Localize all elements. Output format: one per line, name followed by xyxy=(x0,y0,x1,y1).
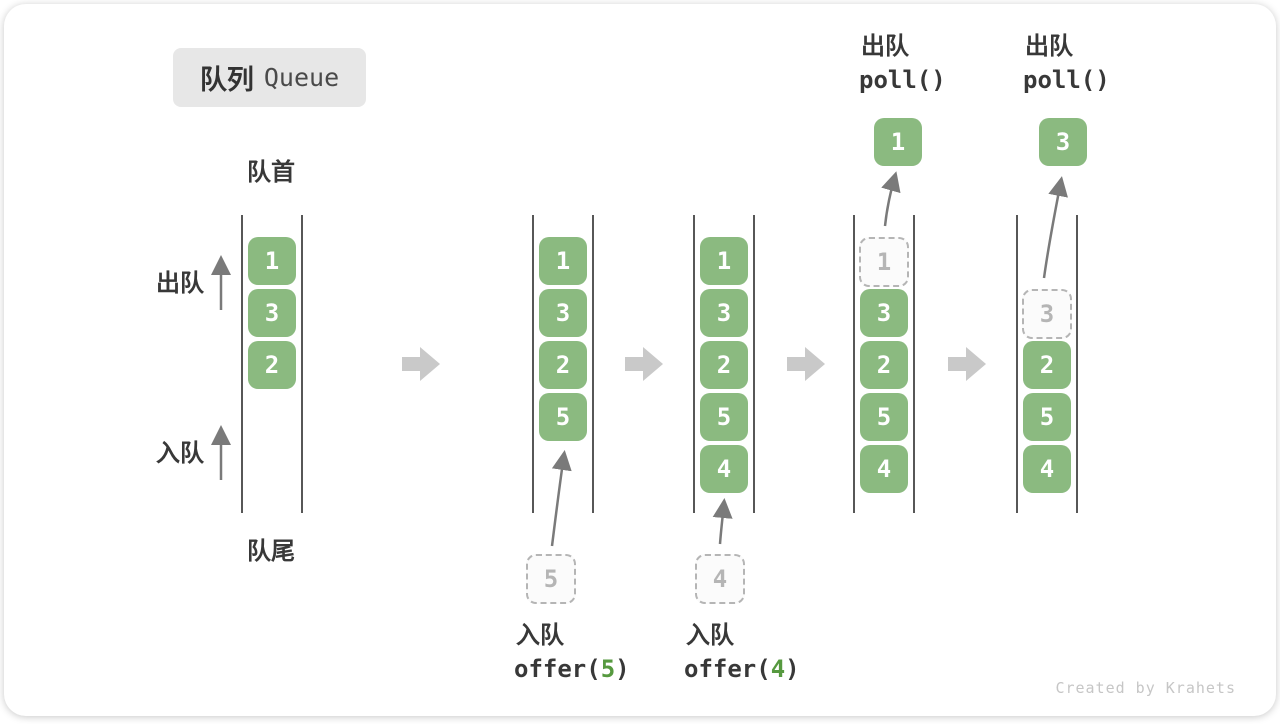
popped-item: 1 xyxy=(874,118,922,166)
queue-front-label: 队首 xyxy=(247,159,295,186)
queue-wall-right xyxy=(753,215,755,513)
queue-wall-left xyxy=(853,215,855,513)
code-fn-close: ) xyxy=(615,655,630,683)
ghost-item: 1 xyxy=(859,237,909,287)
dequeue-op-code: poll() xyxy=(1023,66,1110,94)
queue-state-1: 队首 队尾 1 3 2 xyxy=(241,4,303,724)
queue-state-4: 出队 poll() 1 1 3 2 5 4 xyxy=(853,4,946,724)
queue-wall-left xyxy=(532,215,534,513)
popped-item: 3 xyxy=(1039,118,1087,166)
queue-item: 4 xyxy=(700,445,748,493)
queue-state-3: 1 3 2 5 4 4 入队 offer(4) xyxy=(684,4,800,724)
ghost-item: 3 xyxy=(1022,289,1072,339)
queue-wall-left xyxy=(1016,215,1018,513)
pending-item: 4 xyxy=(695,554,745,604)
queue-state-5: 出队 poll() 3 3 2 5 4 xyxy=(1016,4,1110,724)
queue-item: 3 xyxy=(248,289,296,337)
diagram-card: 队列 Queue 出队 入队 队首 队尾 1 3 2 1 3 2 5 5 入队 … xyxy=(4,4,1276,716)
queue-item: 2 xyxy=(539,341,587,389)
enqueue-op-label: 入队 xyxy=(516,622,564,649)
code-arg: 5 xyxy=(600,655,616,683)
queue-item: 5 xyxy=(700,393,748,441)
watermark: Created by Krahets xyxy=(1055,679,1236,697)
queue-item: 2 xyxy=(248,341,296,389)
queue-item: 3 xyxy=(700,289,748,337)
queue-item: 5 xyxy=(860,393,908,441)
flow-arrow-icon xyxy=(402,347,440,381)
dequeue-side-label: 出队 xyxy=(156,270,204,297)
queue-item: 1 xyxy=(700,237,748,285)
code-arg: 4 xyxy=(770,655,786,683)
queue-wall-left xyxy=(241,215,243,513)
queue-state-2: 1 3 2 5 5 入队 offer(5) xyxy=(514,4,630,724)
title-badge: 队列 Queue xyxy=(173,48,366,107)
code-fn-close: ) xyxy=(785,655,800,683)
arrows-overlay xyxy=(211,171,1068,547)
enqueue-op-code: offer(5) xyxy=(514,657,630,681)
flow-arrow-icon xyxy=(625,347,663,381)
pending-item: 5 xyxy=(526,554,576,604)
title-en: Queue xyxy=(263,63,340,92)
queue-wall-right xyxy=(592,215,594,513)
queue-item: 1 xyxy=(539,237,587,285)
queue-item: 3 xyxy=(860,289,908,337)
flow-arrow-icon xyxy=(787,347,825,381)
queue-item: 5 xyxy=(1023,393,1071,441)
queue-item: 3 xyxy=(539,289,587,337)
title-zh: 队列 xyxy=(199,65,254,95)
queue-item: 2 xyxy=(1023,341,1071,389)
queue-wall-left xyxy=(693,215,695,513)
queue-item: 5 xyxy=(539,393,587,441)
queue-wall-right xyxy=(913,215,915,513)
flow-arrow-icon xyxy=(948,347,986,381)
queue-item: 4 xyxy=(860,445,908,493)
code-fn-open: offer( xyxy=(684,655,771,683)
dequeue-op-label: 出队 xyxy=(861,33,909,60)
queue-wall-right xyxy=(301,215,303,513)
enqueue-op-label: 入队 xyxy=(686,622,734,649)
dequeue-op-label: 出队 xyxy=(1025,33,1073,60)
queue-item: 4 xyxy=(1023,445,1071,493)
dequeue-op-code: poll() xyxy=(859,66,946,94)
queue-item: 2 xyxy=(860,341,908,389)
code-fn-open: offer( xyxy=(514,655,601,683)
enqueue-op-code: offer(4) xyxy=(684,657,800,681)
enqueue-side-label: 入队 xyxy=(156,440,204,467)
queue-item: 1 xyxy=(248,237,296,285)
queue-wall-right xyxy=(1076,215,1078,513)
queue-item: 2 xyxy=(700,341,748,389)
queue-rear-label: 队尾 xyxy=(247,538,295,565)
